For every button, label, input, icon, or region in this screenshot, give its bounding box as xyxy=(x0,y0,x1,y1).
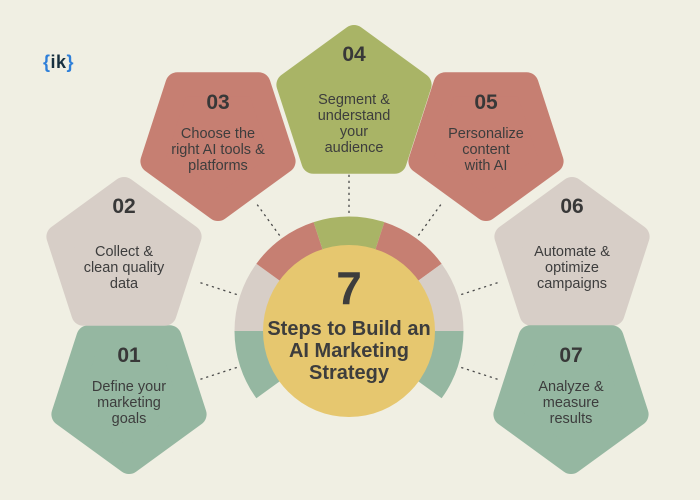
pentagon-02 xyxy=(46,177,202,326)
dotted-connector-2 xyxy=(199,281,237,296)
step-06-number: 06 xyxy=(560,195,584,218)
dotted-connector-7 xyxy=(461,366,499,381)
step-02: 02 Collect & clean quality data xyxy=(49,194,199,292)
dotted-connector-1 xyxy=(199,366,237,381)
step-02-label: Collect & clean quality data xyxy=(83,244,165,292)
step-07-number: 07 xyxy=(559,344,583,367)
ring-segment-05 xyxy=(374,222,442,282)
step-06: 06 Automate & optimize campaigns xyxy=(497,194,647,292)
ring-segment-04 xyxy=(313,216,385,250)
step-01-label: Define your marketing goals xyxy=(91,379,167,427)
step-03-number: 03 xyxy=(206,91,230,114)
step-03-label: Choose the right AI tools & platforms xyxy=(171,126,265,174)
step-05-number: 05 xyxy=(474,91,498,114)
pentagon-04 xyxy=(276,25,432,174)
step-05-label: Personalize content with AI xyxy=(448,126,524,174)
pentagon-01 xyxy=(51,325,207,474)
ring-segment-07 xyxy=(417,330,464,399)
center-title: Steps to Build an AI Marketing Strategy xyxy=(267,318,431,384)
dotted-connector-5 xyxy=(417,203,442,236)
logo-open-brace: { xyxy=(43,52,51,72)
ring-segment-02 xyxy=(234,263,281,332)
pentagon-05 xyxy=(408,72,564,221)
step-04-label: Segment & understand your audience xyxy=(317,92,391,156)
dotted-connector-3 xyxy=(256,203,281,236)
step-05: 05 Personalize content with AI xyxy=(411,90,561,174)
ik-logo: {ik} xyxy=(43,52,74,73)
ring-segment-03 xyxy=(256,222,324,282)
step-07-label: Analyze & measure results xyxy=(538,379,604,427)
logo-close-brace: } xyxy=(66,52,75,72)
ring-segment-06 xyxy=(417,263,464,332)
center-number: 7 xyxy=(336,262,362,314)
step-02-number: 02 xyxy=(112,195,136,218)
dotted-connector-6 xyxy=(461,281,499,296)
step-04: 04 Segment & understand your audience xyxy=(279,42,429,156)
pentagon-06 xyxy=(494,177,650,326)
center-circle xyxy=(263,245,435,417)
pentagon-07 xyxy=(493,325,649,474)
pentagon-03 xyxy=(140,72,296,221)
step-07: 07 Analyze & measure results xyxy=(496,343,646,427)
step-03: 03 Choose the right AI tools & platforms xyxy=(143,90,293,174)
center-label: 7 Steps to Build an AI Marketing Strateg… xyxy=(239,264,459,384)
step-01-number: 01 xyxy=(117,344,141,367)
logo-text: ik xyxy=(50,52,67,72)
step-04-number: 04 xyxy=(342,43,366,66)
ring-segment-01 xyxy=(234,330,281,399)
step-06-label: Automate & optimize campaigns xyxy=(534,244,610,292)
step-01: 01 Define your marketing goals xyxy=(54,343,204,427)
